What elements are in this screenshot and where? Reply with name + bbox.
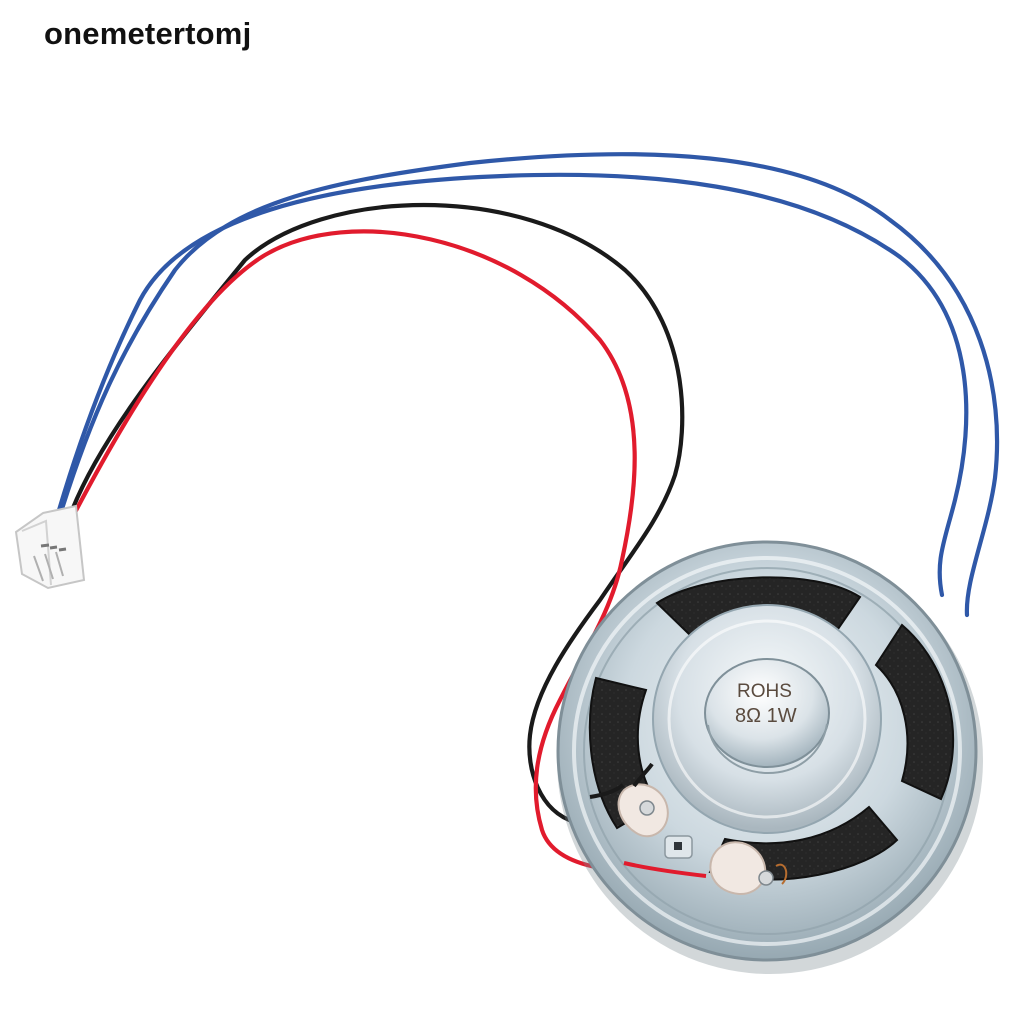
speaker-label-rohs: ROHS <box>737 681 792 702</box>
red-wire <box>67 229 723 875</box>
speaker-label-rating: 8Ω 1W <box>735 705 797 727</box>
wire-connector <box>14 504 86 590</box>
speaker-terminal-left <box>617 783 669 837</box>
speaker-cone-window-right <box>874 623 955 801</box>
blue-wire-lower <box>54 172 969 598</box>
black-wire <box>64 202 685 826</box>
blue-wire-upper <box>58 152 1000 618</box>
watermark-text: onemetertomj <box>44 16 252 51</box>
wire-bundle <box>54 152 1000 875</box>
speaker: ROHS 8Ω 1W <box>556 540 983 974</box>
speaker-terminal-right <box>709 841 774 896</box>
